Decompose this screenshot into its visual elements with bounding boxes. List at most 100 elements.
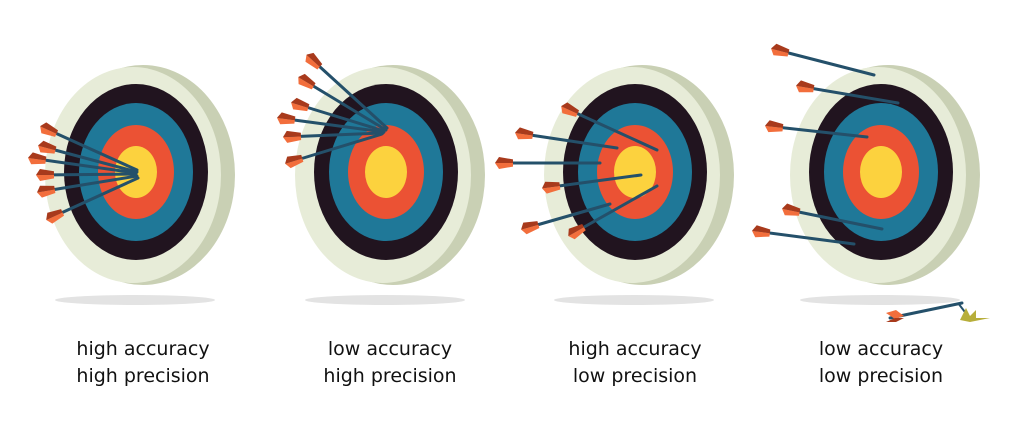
- arrow-fletching: [521, 221, 539, 230]
- grass-tuft: [960, 308, 990, 322]
- arrow: [37, 174, 139, 198]
- arrow: [28, 152, 138, 175]
- arrow: [782, 203, 884, 231]
- caption-precision-line: low precision: [572, 365, 698, 387]
- arrow-fletching: [36, 174, 55, 181]
- arrow-fletching: [561, 102, 580, 114]
- arrow-fletching: [752, 225, 771, 234]
- arrow-shaft: [37, 174, 139, 194]
- arrow-fletching: [771, 43, 790, 53]
- arrow-fletching: [765, 120, 784, 128]
- arrow: [285, 132, 384, 169]
- arrow: [277, 112, 386, 134]
- arrow: [495, 157, 602, 169]
- arrow-shaft: [306, 54, 389, 130]
- arrow-fletching: [568, 224, 584, 236]
- caption-accuracy-line: high accuracy: [568, 338, 702, 360]
- arrow-fletching: [886, 310, 904, 319]
- arrow: [291, 97, 386, 133]
- arrow-shaft: [36, 172, 138, 177]
- arrow-fletching: [298, 76, 314, 90]
- arrow-fletching: [291, 97, 310, 108]
- arrow-shaft: [46, 176, 140, 221]
- arrow-fletching: [495, 163, 513, 169]
- arrow-fletching: [36, 168, 54, 176]
- arrow: [40, 122, 139, 172]
- arrow: [38, 140, 139, 174]
- arrow-fletching: [752, 230, 770, 238]
- arrow-shaft: [561, 105, 659, 152]
- caption-precision-line: high precision: [76, 365, 210, 387]
- arrow: [305, 52, 389, 130]
- arrow-shaft: [568, 184, 659, 237]
- caption-low-accuracy-low-precision: low accuracy low precision: [771, 336, 991, 390]
- arrow-shaft: [765, 124, 869, 139]
- caption-accuracy-line: high accuracy: [76, 338, 210, 360]
- arrow-fletching: [28, 157, 46, 165]
- arrow-fletching: [771, 48, 789, 57]
- arrow-fletching: [495, 157, 513, 163]
- bullseye: [365, 146, 407, 198]
- arrow: [771, 43, 876, 77]
- caption-precision-line: low precision: [818, 365, 944, 387]
- arrow-fletching: [782, 208, 800, 216]
- bullseye: [860, 146, 902, 198]
- arrow-fletching: [38, 140, 57, 151]
- bullseye: [614, 146, 656, 198]
- target-lahp: [277, 52, 485, 305]
- arrow-shaft: [40, 125, 139, 172]
- target-shadow: [554, 295, 714, 305]
- arrow-shaft: [298, 76, 388, 132]
- arrow-fletching: [515, 127, 534, 136]
- arrow-fletching: [28, 152, 47, 161]
- target-shadow: [55, 295, 215, 305]
- arrow-fletching: [521, 224, 540, 235]
- arrow: [542, 173, 643, 194]
- arrow-fletching: [306, 52, 323, 67]
- arrow-shaft: [542, 173, 643, 190]
- arrow-fletching: [515, 132, 533, 140]
- arrow-fletching: [277, 112, 296, 121]
- arrow-shaft: [28, 156, 138, 175]
- arrow-fletching: [561, 106, 578, 117]
- arrow-fletching: [782, 203, 801, 213]
- arrow: [283, 130, 385, 143]
- arrow-fletching: [291, 102, 309, 112]
- arrow-fletching: [298, 73, 316, 87]
- arrow-shaft: [285, 132, 384, 165]
- arrow-fletching: [285, 158, 304, 169]
- arrow: [765, 120, 869, 139]
- arrow-fletching: [277, 117, 295, 125]
- arrow-shaft: [752, 229, 856, 246]
- stray-arrow: [886, 301, 990, 322]
- arrow-shaft: [771, 47, 876, 77]
- arrow-fletching: [542, 185, 561, 194]
- caption-low-accuracy-high-precision: low accuracy high precision: [280, 336, 500, 390]
- arrow-fletching: [765, 125, 783, 133]
- arrow-fletching: [283, 136, 302, 143]
- caption-accuracy-line: low accuracy: [818, 338, 944, 360]
- arrow: [521, 202, 612, 235]
- arrow-fletching: [37, 185, 55, 193]
- arrow-fletching: [886, 318, 904, 322]
- arrow-fletching: [568, 227, 586, 240]
- arrow-fletching: [37, 189, 56, 198]
- caption-high-accuracy-low-precision: high accuracy low precision: [525, 336, 745, 390]
- arrow: [752, 225, 856, 246]
- arrow: [46, 176, 140, 224]
- arrow: [36, 168, 138, 181]
- arrow-fletching: [40, 122, 59, 134]
- arrow-fletching: [285, 154, 303, 164]
- target-lalp: [752, 43, 980, 305]
- target-shadow: [305, 295, 465, 305]
- arrow: [796, 80, 900, 105]
- target-hahp: [28, 65, 235, 305]
- arrow: [568, 184, 659, 240]
- arrow-fletching: [305, 54, 320, 70]
- arrow-shaft: [283, 131, 385, 139]
- arrow: [515, 127, 619, 150]
- caption-precision-line: high precision: [323, 365, 457, 387]
- target-shadow: [800, 295, 960, 305]
